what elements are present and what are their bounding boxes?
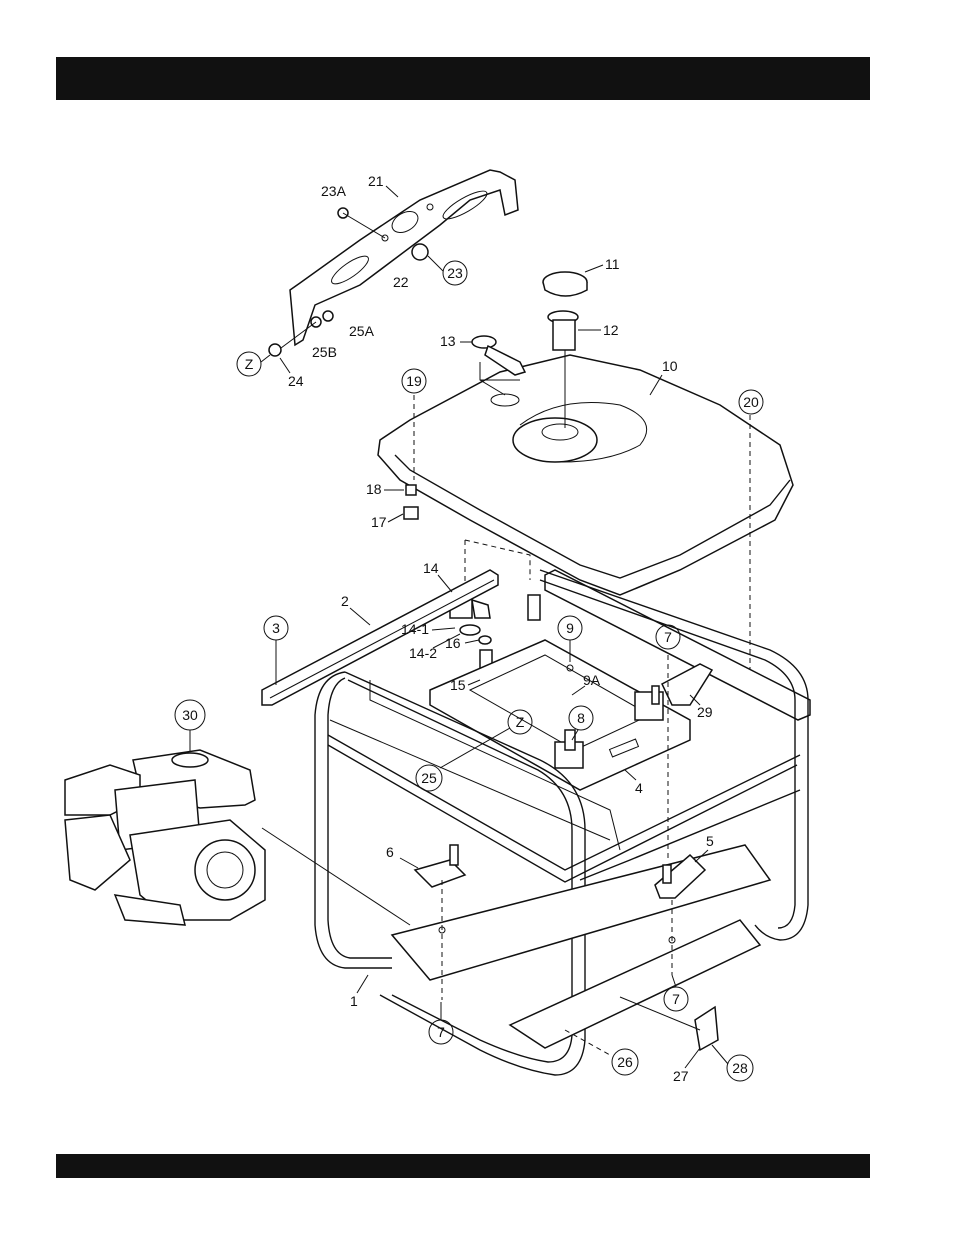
callout-3: 3 — [272, 620, 280, 636]
label-14-2: 14-2 — [409, 645, 437, 661]
callout-7-bottom-left: 7 — [437, 1024, 445, 1040]
callout-23: 23 — [447, 265, 463, 281]
label-15: 15 — [450, 677, 466, 693]
callout-28: 28 — [732, 1060, 748, 1076]
label-6: 6 — [386, 844, 394, 860]
callout-20: 20 — [743, 394, 759, 410]
engine-illustration — [65, 750, 410, 925]
engine-mount-plate-part — [430, 640, 690, 790]
callout-8: 8 — [577, 710, 585, 726]
label-24: 24 — [288, 373, 304, 389]
label-1: 1 — [350, 993, 358, 1009]
label-2: 2 — [341, 593, 349, 609]
label-5: 5 — [706, 833, 714, 849]
label-17: 17 — [371, 514, 387, 530]
label-11: 11 — [605, 256, 620, 272]
frame-part — [315, 570, 808, 1075]
callout-z-2: Z — [516, 714, 525, 730]
callout-19: 19 — [406, 373, 422, 389]
fuel-tank-part — [378, 355, 793, 595]
callout-30: 30 — [182, 707, 198, 723]
label-23a: 23A — [321, 183, 347, 199]
label-14: 14 — [423, 560, 439, 576]
label-18: 18 — [366, 481, 382, 497]
label-25a: 25A — [349, 323, 375, 339]
callout-z-1: Z — [245, 356, 254, 372]
label-4: 4 — [635, 780, 643, 796]
callout-25: 25 — [421, 770, 437, 786]
label-22: 22 — [393, 274, 409, 290]
label-29: 29 — [697, 704, 713, 720]
label-25b: 25B — [312, 344, 337, 360]
label-14-1: 14-1 — [401, 621, 429, 637]
label-13: 13 — [440, 333, 456, 349]
label-10: 10 — [662, 358, 678, 374]
label-27: 27 — [673, 1068, 689, 1084]
fuel-cap-part — [543, 272, 587, 296]
label-9a: 9A — [583, 672, 601, 688]
callout-26: 26 — [617, 1054, 633, 1070]
callout-7-bottom-right: 7 — [672, 991, 680, 1007]
callout-7-top: 7 — [664, 629, 672, 645]
callout-9: 9 — [566, 620, 574, 636]
label-21: 21 — [368, 173, 384, 189]
label-12: 12 — [603, 322, 619, 338]
